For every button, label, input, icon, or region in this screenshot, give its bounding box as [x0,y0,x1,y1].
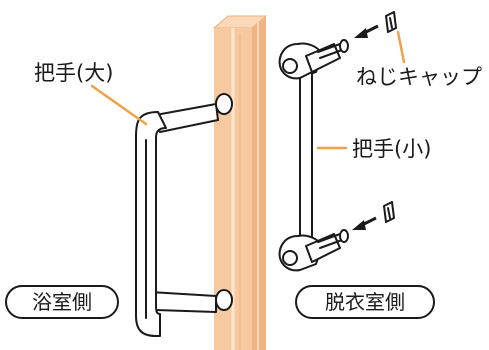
bathroom-side-badge: 浴室側 [5,285,119,319]
dressing-room-side-badge: 脱衣室側 [295,285,435,319]
small-handle [278,39,349,272]
screw-cap-top [354,11,397,38]
arrow-left-icon [354,24,379,38]
leader-screw-cap [396,30,406,64]
door-frame [212,15,268,350]
screw-cap-bottom [352,201,395,230]
label-small-handle: 把手(小) [352,137,431,161]
label-bathroom-side: 浴室側 [32,290,92,314]
leader-large-handle [90,84,148,126]
screw-cap-icon [383,201,395,223]
bottom-mount-knob [215,289,233,311]
label-large-handle: 把手(大) [34,61,113,85]
top-mount-knob [215,93,233,115]
label-screw-cap: ねじキャップ [356,65,482,89]
label-dressing-room-side: 脱衣室側 [325,290,405,314]
arrow-left-icon [352,216,377,230]
large-handle [135,93,233,337]
screw-cap-icon [385,11,397,33]
